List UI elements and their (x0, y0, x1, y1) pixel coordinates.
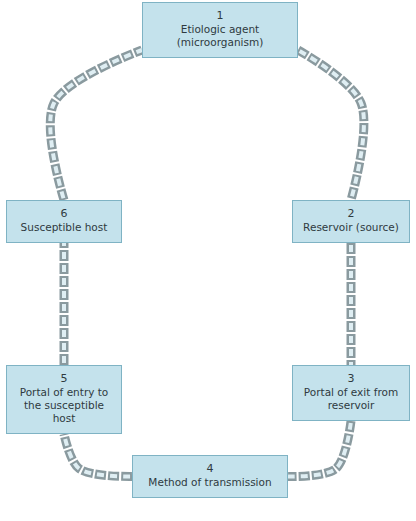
step-number: 6 (13, 207, 115, 220)
chain-inner (298, 50, 364, 200)
step-number: 1 (149, 9, 291, 22)
step-number: 3 (299, 372, 403, 385)
step-label: Etiologic agent (microorganism) (149, 23, 291, 49)
chain-connector (64, 434, 132, 477)
chain-connector (64, 243, 65, 365)
chain-connector (288, 421, 351, 477)
chain-outer (298, 50, 364, 200)
chain-outer (60, 243, 69, 365)
chain-inner (64, 434, 132, 477)
step-label: Portal of exit from reservoir (299, 386, 403, 412)
step-label: Susceptible host (13, 221, 115, 234)
chain-outer (347, 243, 356, 365)
chain-connector (298, 50, 364, 200)
chain-inner (288, 421, 351, 477)
portal-exit-box: 3Portal of exit from reservoir (292, 365, 410, 421)
chain-outer (50, 50, 142, 200)
transmission-box: 4Method of transmission (132, 455, 288, 498)
chain-outer (288, 421, 351, 477)
portal-entry-box: 5Portal of entry to the susceptible host (6, 365, 122, 434)
etiologic-agent-box: 1Etiologic agent (microorganism) (142, 2, 298, 58)
chain-inner (62, 243, 66, 365)
step-label: Reservoir (source) (299, 221, 403, 234)
step-number: 4 (139, 462, 281, 475)
step-number: 5 (13, 372, 115, 385)
step-label: Portal of entry to the susceptible host (13, 386, 115, 425)
step-number: 2 (299, 207, 403, 220)
chain-connector (50, 50, 142, 200)
chain-connector (351, 243, 352, 365)
chain-inner (349, 243, 353, 365)
chain-inner (50, 50, 142, 200)
susceptible-host-box: 6Susceptible host (6, 200, 122, 243)
reservoir-box: 2Reservoir (source) (292, 200, 410, 243)
chain-outer (64, 434, 132, 477)
step-label: Method of transmission (139, 476, 281, 489)
